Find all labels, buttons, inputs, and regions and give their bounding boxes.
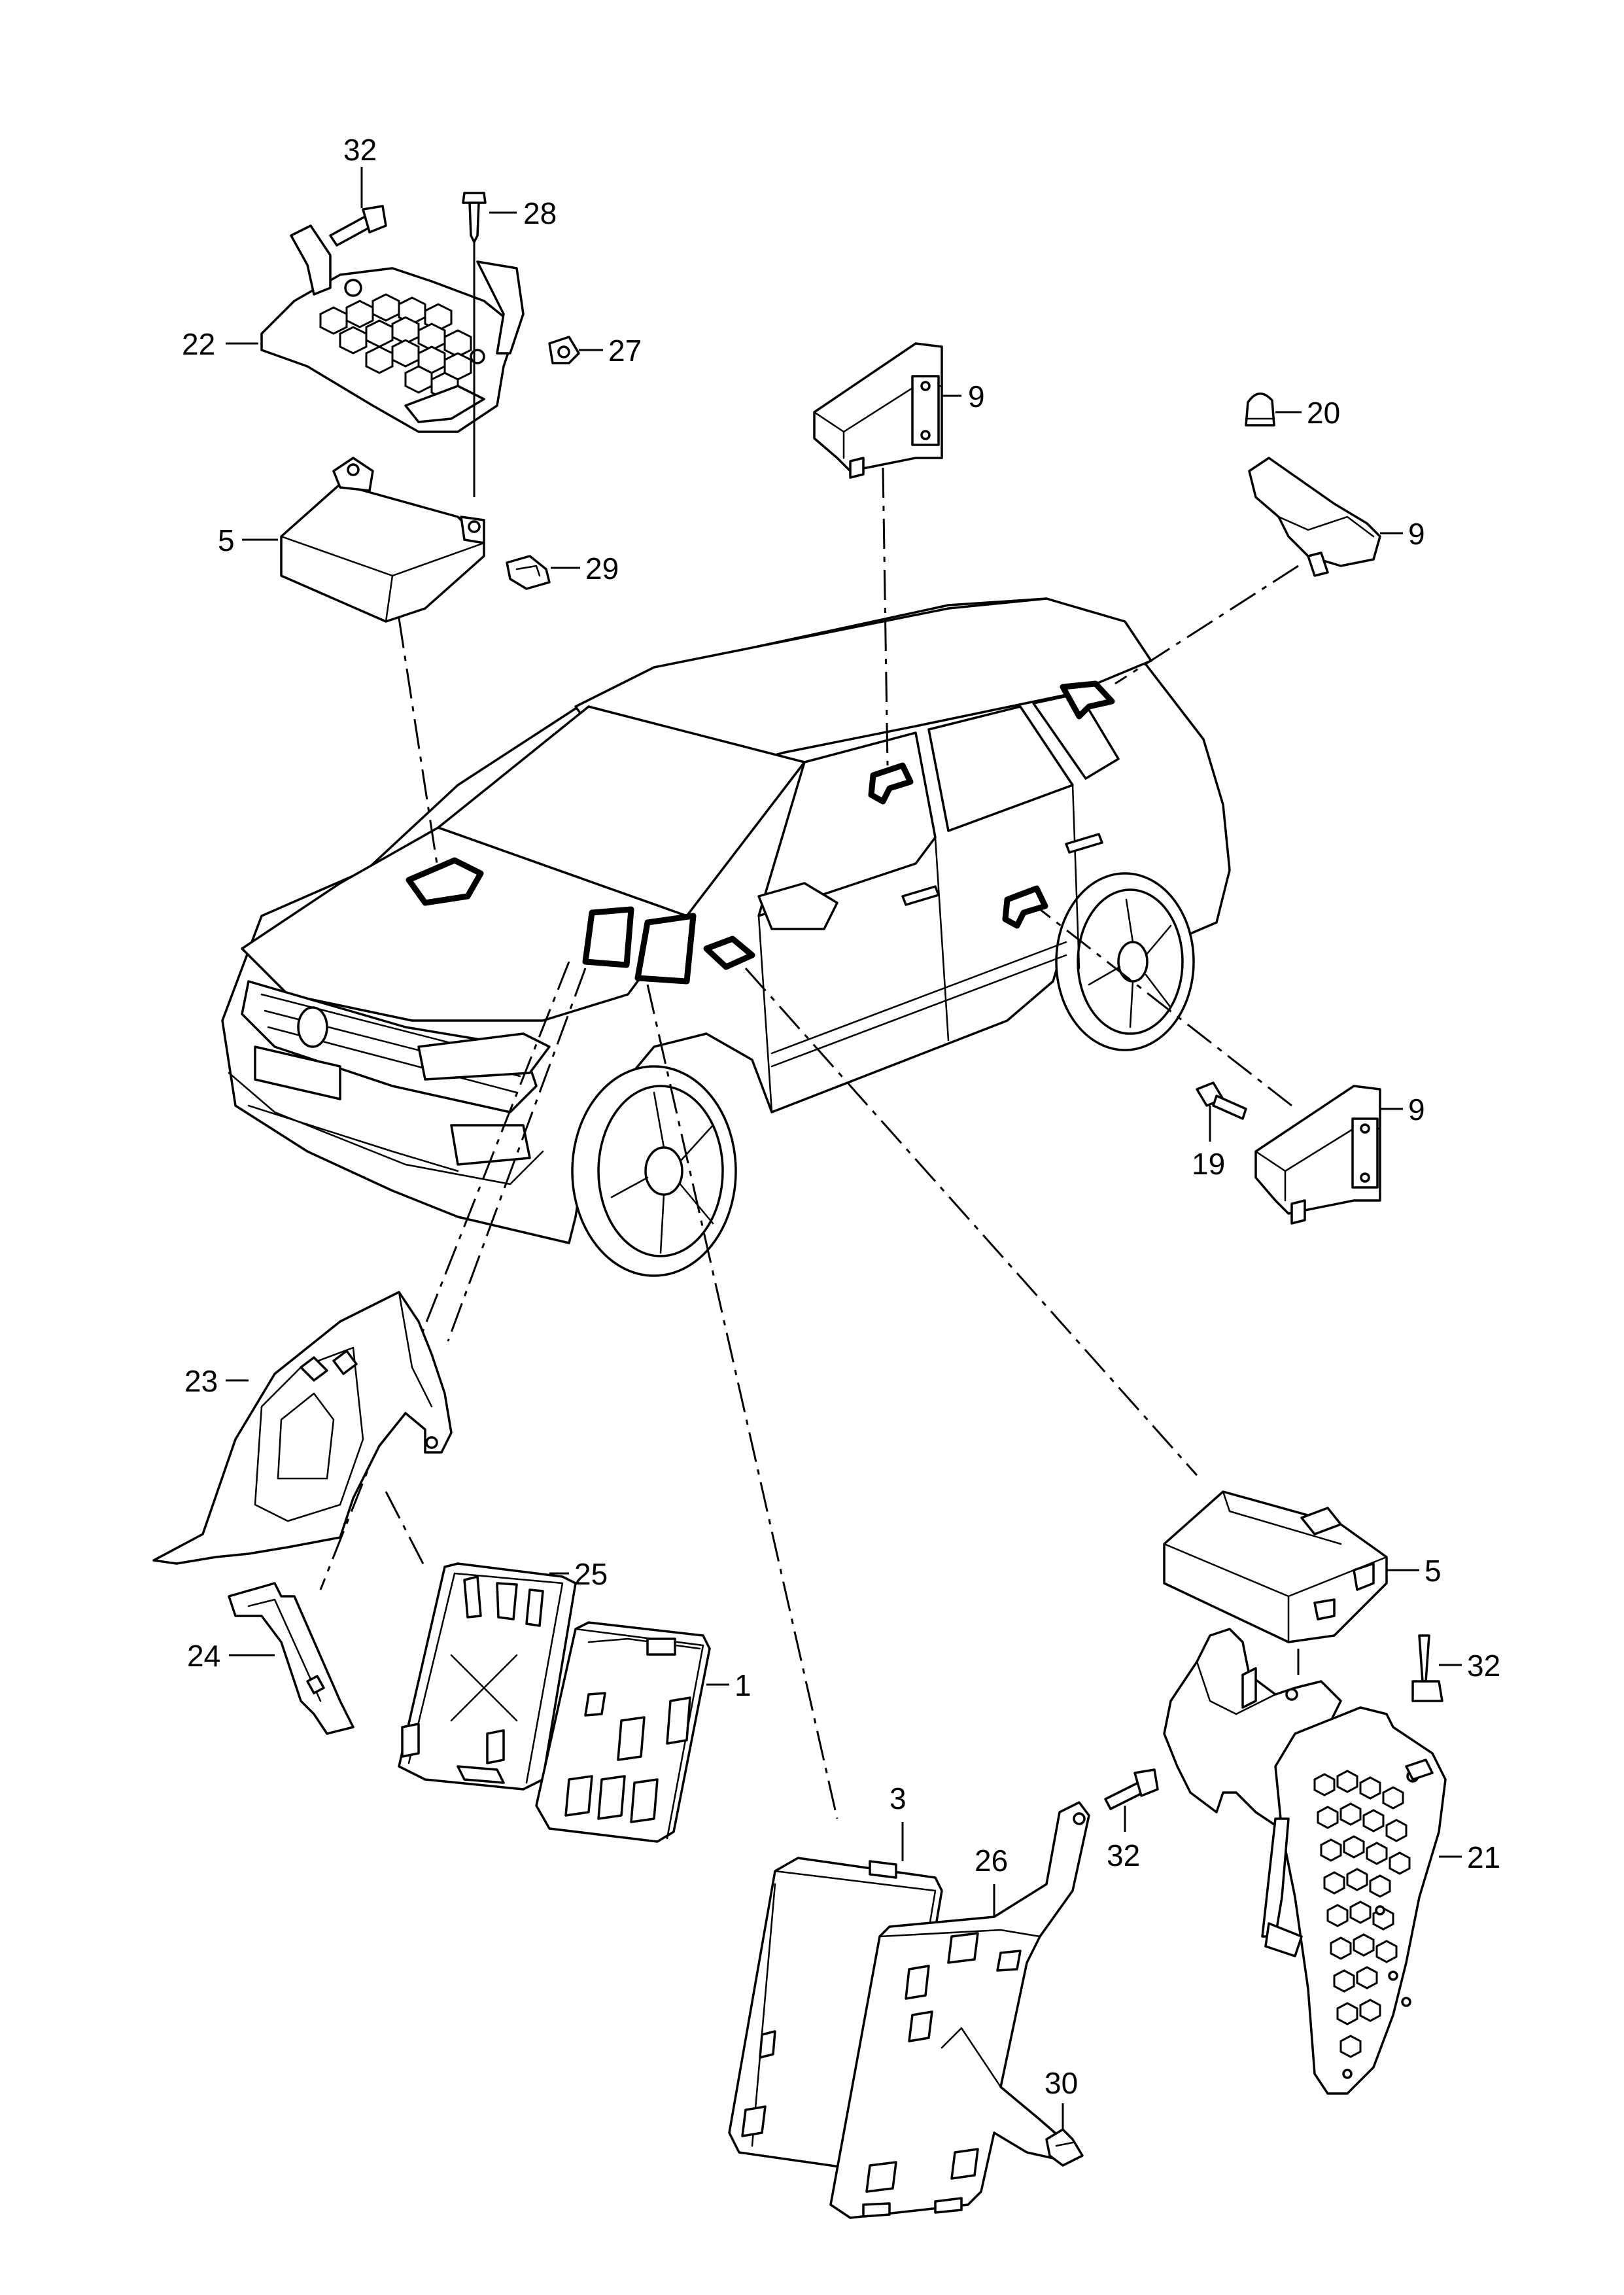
callout-20: 20 <box>1307 396 1340 430</box>
marker-a-pillar <box>703 936 755 970</box>
screw-28 <box>462 192 487 497</box>
callout-28: 28 <box>523 196 557 230</box>
marker-c-pillar <box>1060 680 1115 720</box>
callout-1: 1 <box>734 1668 752 1702</box>
bracket-21-honeycomb <box>1313 1770 1411 2058</box>
callout-5-bottom: 5 <box>1425 1554 1442 1588</box>
clip-29 <box>506 555 551 590</box>
bracket-22-tab <box>290 224 332 296</box>
control-unit-5-top <box>280 457 485 623</box>
reference-lines <box>319 467 1299 1819</box>
callout-9-lower: 9 <box>1408 1093 1425 1127</box>
sensor-9-right <box>1245 393 1381 577</box>
bracket-26 <box>829 1801 1090 2219</box>
callout-25: 25 <box>574 1557 608 1591</box>
vehicle-illustration <box>221 597 1231 1277</box>
callout-24: 24 <box>187 1639 220 1673</box>
callout-3: 3 <box>890 1781 907 1815</box>
marker-b-pillar <box>868 762 914 805</box>
screw-32-center <box>1104 1768 1159 1810</box>
marker-rear-door <box>1002 885 1048 929</box>
callout-9-top: 9 <box>968 379 985 413</box>
control-unit-1 <box>535 1621 711 1843</box>
bracket-22-honeycomb <box>319 293 472 400</box>
marker-dash-left <box>582 906 634 968</box>
callout-29: 29 <box>585 552 619 586</box>
bracket-25 <box>398 1562 577 1791</box>
clip-30 <box>1045 2128 1084 2167</box>
callout-21: 21 <box>1467 1840 1500 1874</box>
screw-32-right <box>1297 1634 1443 1702</box>
callout-19: 19 <box>1192 1147 1225 1181</box>
callout-32-top: 32 <box>343 133 377 167</box>
nut-27 <box>548 336 580 364</box>
bracket-24 <box>228 1582 354 1735</box>
sensor-9-lower <box>1196 1081 1381 1225</box>
bracket-23 <box>152 1291 453 1565</box>
callout-26: 26 <box>975 1844 1008 1878</box>
callout-23: 23 <box>184 1364 218 1398</box>
callout-27: 27 <box>608 334 642 368</box>
bracket-22-side <box>476 260 525 355</box>
screw-32-top <box>329 205 387 247</box>
callout-9-right: 9 <box>1408 517 1425 551</box>
callout-32-right: 32 <box>1467 1649 1500 1683</box>
sensor-9-top <box>813 342 943 479</box>
callout-22: 22 <box>182 327 215 361</box>
location-markers <box>406 680 1115 985</box>
callout-32-center: 32 <box>1107 1838 1140 1872</box>
marker-hood <box>406 857 484 906</box>
bracket-22-slot <box>404 385 485 423</box>
bracket-21 <box>1163 1628 1447 2095</box>
callouts: 32 28 22 27 5 29 9 20 9 9 19 23 25 1 24 … <box>182 133 1500 2129</box>
callout-30: 30 <box>1045 2066 1078 2100</box>
bracket-22-assembly <box>260 192 580 623</box>
control-unit-5-bottom <box>1163 1490 1388 1643</box>
callout-5-top: 5 <box>218 523 235 557</box>
marker-dash-right <box>634 913 697 985</box>
